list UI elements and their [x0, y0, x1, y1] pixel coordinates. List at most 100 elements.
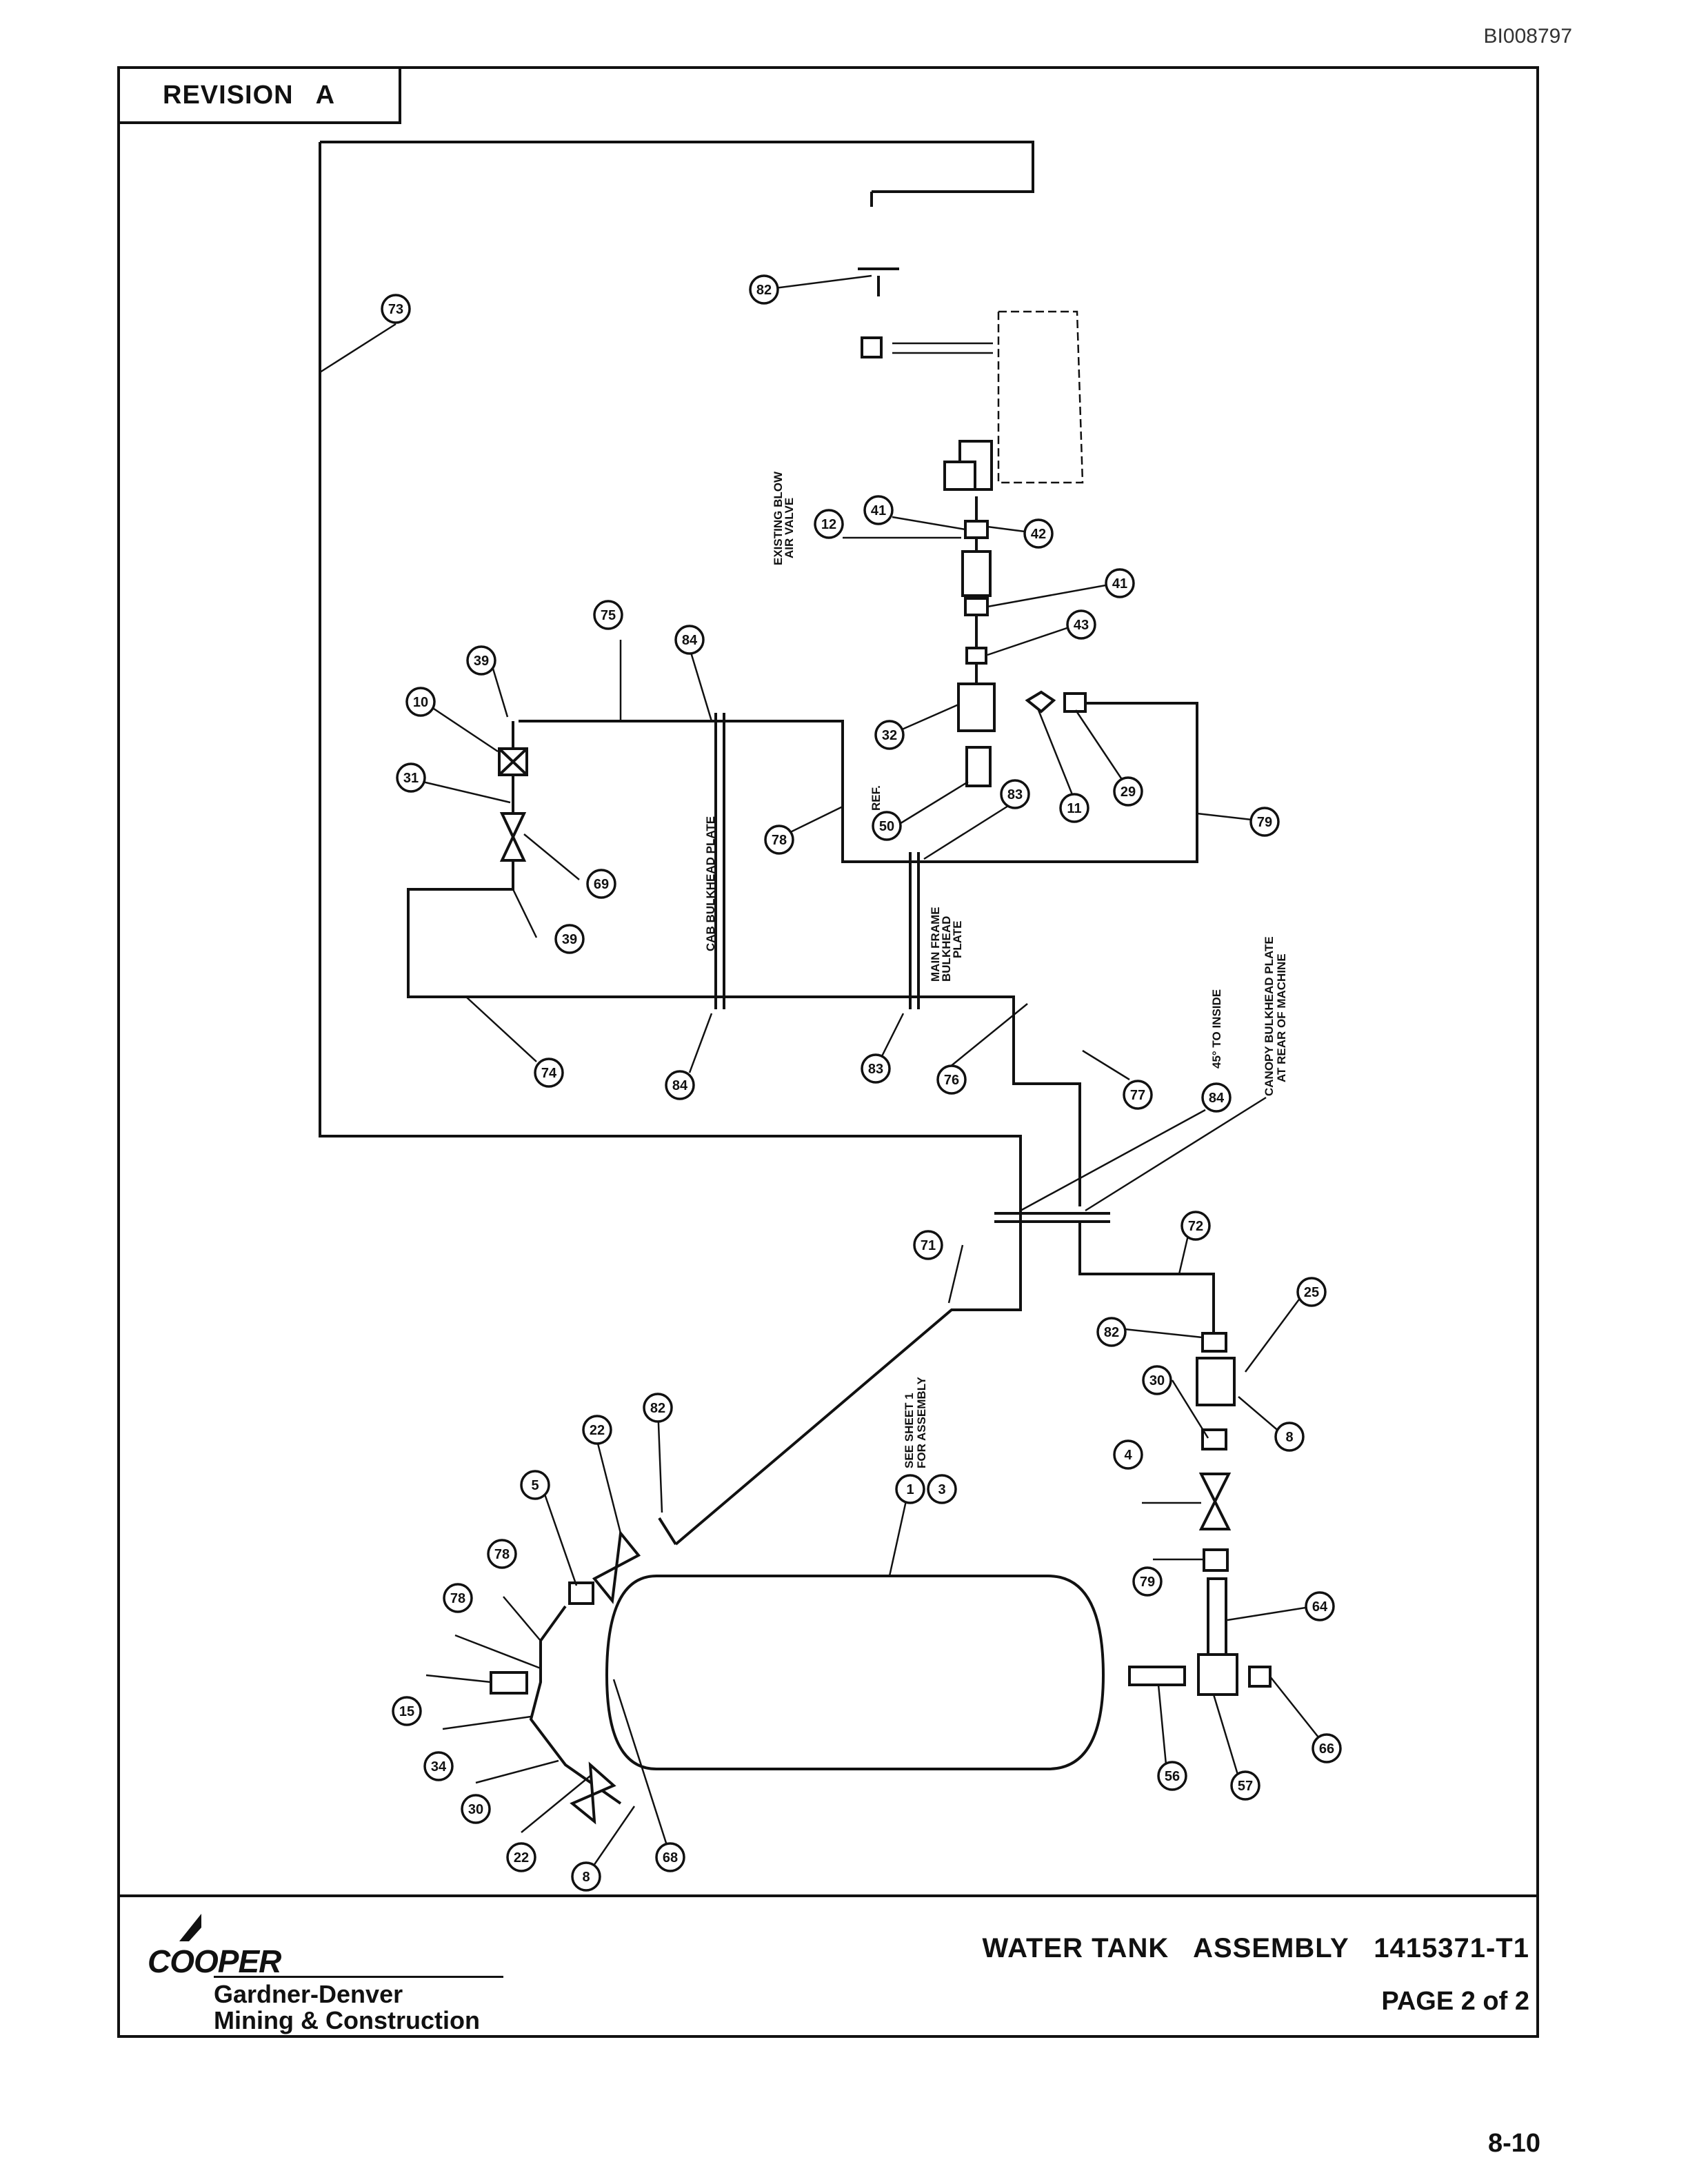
- balloon-label: 72: [1188, 1219, 1203, 1234]
- balloon-label: 74: [541, 1066, 557, 1081]
- balloon-label: 69: [594, 877, 609, 892]
- balloon-label: 78: [772, 833, 787, 848]
- fitting-82b: [1201, 1332, 1227, 1353]
- balloon-label: 31: [403, 771, 419, 786]
- balloon-78: [443, 1583, 473, 1613]
- ball-valve-69: [499, 812, 527, 862]
- balloon-30: [461, 1794, 491, 1824]
- balloon-label: 76: [944, 1073, 959, 1088]
- ball-valve-22b: [570, 1761, 616, 1825]
- strainer-25: [1196, 1357, 1236, 1406]
- balloon-66: [1312, 1733, 1342, 1763]
- balloon-8: [571, 1861, 601, 1892]
- note-see-sheet-2: FOR ASSEMBLY: [915, 1376, 928, 1468]
- balloon-label: 30: [468, 1802, 483, 1817]
- balloon-31: [396, 762, 426, 793]
- balloon-label: 75: [601, 608, 616, 623]
- note-existing-2: AIR VALVE: [783, 498, 796, 558]
- balloon-label: 12: [821, 517, 836, 532]
- balloon-5: [520, 1470, 550, 1500]
- balloon-label: 78: [450, 1591, 465, 1606]
- logo-rule: [214, 1976, 503, 1978]
- needle-valve-x: [498, 747, 528, 776]
- balloon-43: [1066, 609, 1096, 640]
- tee-32: [957, 682, 996, 732]
- pipe-left-manifold: [529, 1605, 622, 1805]
- balloon-8: [1274, 1422, 1305, 1452]
- pipe-71: [658, 1517, 677, 1546]
- balloon-label: 29: [1121, 785, 1136, 800]
- balloon-label: 30: [1149, 1373, 1165, 1388]
- balloon-34: [423, 1751, 454, 1781]
- balloon-1: [895, 1474, 925, 1504]
- balloon-label: 84: [1209, 1091, 1225, 1106]
- cab-bulkhead-plate: [714, 713, 725, 1009]
- balloon-label: 68: [663, 1850, 678, 1866]
- balloon-78: [487, 1539, 517, 1569]
- balloon-12: [814, 509, 844, 539]
- page-number: 8-10: [1487, 2129, 1540, 2158]
- balloon-label: 11: [1067, 801, 1081, 816]
- callout-balloons: 82 73 12 41 42 41 43 75 84 39 10 31 32 5…: [381, 274, 1342, 1892]
- fitting-11: [1025, 690, 1056, 714]
- balloon-label: 15: [399, 1704, 414, 1719]
- balloon-50: [872, 811, 902, 841]
- revision-value: A: [315, 80, 336, 110]
- balloon-64: [1305, 1591, 1335, 1621]
- balloon-label: 34: [431, 1759, 447, 1775]
- balloon-label: 57: [1238, 1779, 1253, 1794]
- cap-66: [1248, 1666, 1272, 1688]
- balloon-label: 1: [906, 1482, 914, 1497]
- note-see-sheet-1: SEE SHEET 1: [903, 1393, 916, 1468]
- balloon-label: 39: [474, 654, 489, 669]
- balloon-39: [554, 924, 585, 954]
- leader-lines: [319, 274, 1325, 1877]
- balloon-label: 78: [494, 1547, 510, 1562]
- ball-valve-4: [1198, 1473, 1232, 1530]
- balloon-label: 83: [1007, 787, 1023, 802]
- balloon-label: 82: [1104, 1325, 1119, 1340]
- balloon-label: 41: [871, 503, 886, 518]
- balloon-label: 79: [1257, 815, 1272, 830]
- company-name-line2: Mining & Construction: [214, 2006, 480, 2034]
- balloon-label: 50: [879, 819, 894, 834]
- note-existing-1: EXISTING BLOW: [772, 471, 785, 565]
- balloon-22: [582, 1415, 612, 1445]
- balloon-82: [1096, 1317, 1127, 1347]
- balloon-10: [405, 687, 436, 717]
- balloon-75: [593, 600, 623, 630]
- balloon-78: [764, 825, 794, 855]
- balloon-label: 71: [921, 1238, 936, 1253]
- balloon-15: [392, 1696, 422, 1726]
- balloon-71: [913, 1230, 943, 1260]
- main-frame-bulkhead: [909, 852, 920, 1009]
- water-tank-1: [605, 1575, 1105, 1770]
- balloon-label: 8: [1285, 1430, 1293, 1445]
- balloon-84: [665, 1070, 695, 1100]
- air-valve-body: [943, 461, 976, 491]
- note-canopy-1: CANOPY BULKHEAD PLATE: [1263, 936, 1276, 1096]
- machine-edge-dashed: [997, 310, 1084, 484]
- balloon-25: [1296, 1277, 1327, 1307]
- balloon-73: [381, 294, 411, 324]
- balloon-30: [1142, 1365, 1172, 1395]
- company-name-line1: Gardner-Denver: [214, 1980, 403, 2008]
- balloon-label: 73: [388, 302, 403, 317]
- fitting-29: [1063, 692, 1087, 713]
- balloon-label: 4: [1124, 1448, 1132, 1463]
- balloon-56: [1157, 1761, 1187, 1791]
- balloon-72: [1180, 1211, 1211, 1241]
- balloon-4: [1113, 1439, 1143, 1470]
- balloon-label: 43: [1074, 618, 1089, 633]
- note-main-frame-3: PLATE: [951, 921, 964, 958]
- air-valve-handle: [861, 336, 883, 358]
- revision-box: REVISION A: [117, 66, 401, 124]
- balloon-label: 39: [562, 932, 577, 947]
- pipe-72: [1078, 1222, 1215, 1333]
- balloon-label: 5: [531, 1478, 539, 1493]
- balloon-83: [861, 1053, 891, 1084]
- balloon-label: 32: [882, 728, 897, 743]
- balloon-label: 41: [1112, 576, 1127, 592]
- balloon-label: 66: [1319, 1741, 1334, 1757]
